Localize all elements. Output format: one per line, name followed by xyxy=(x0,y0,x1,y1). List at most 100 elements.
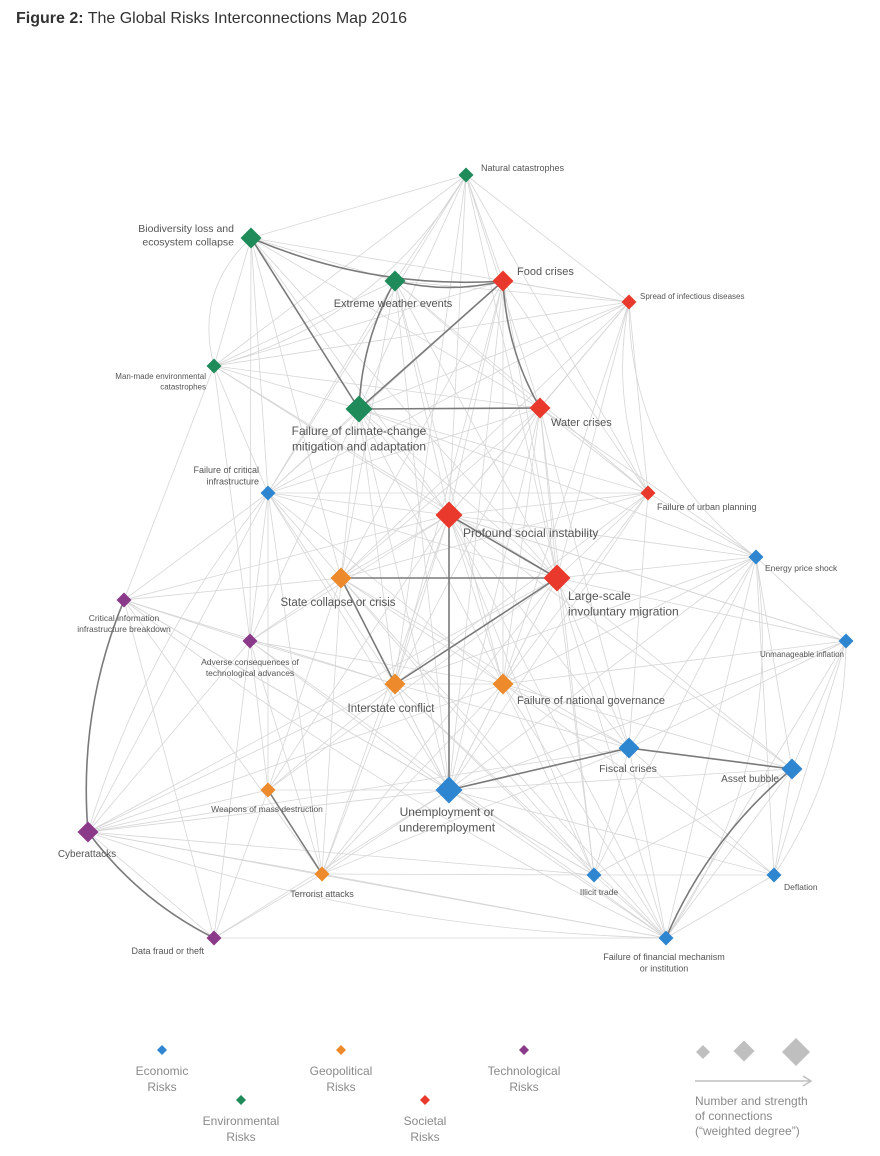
connection-line xyxy=(448,280,504,516)
connection-line xyxy=(340,577,595,876)
strength-diamond xyxy=(695,1045,710,1060)
connection-line xyxy=(448,407,541,516)
risk-node-illicit: Illicit trade xyxy=(580,867,619,897)
connection-line xyxy=(340,280,504,579)
connection-line xyxy=(665,768,793,939)
connection-line xyxy=(448,683,504,791)
connection-line xyxy=(448,789,667,939)
risk-label: Asset bubble xyxy=(721,774,779,785)
connection-line xyxy=(213,365,450,516)
connection-line xyxy=(267,683,396,791)
risk-label: catastrophes xyxy=(160,382,206,391)
risk-label: Deflation xyxy=(784,882,818,892)
risk-diamond-environmental xyxy=(345,395,373,423)
risk-label: Extreme weather events xyxy=(334,298,453,310)
connection-line xyxy=(665,874,775,939)
risk-label: Illicit trade xyxy=(580,887,619,897)
strong-connection-line xyxy=(87,831,215,939)
connection-line xyxy=(394,683,450,791)
risk-node-weather: Extreme weather events xyxy=(334,270,453,310)
connection-line xyxy=(250,237,541,409)
risk-label: technological advances xyxy=(206,668,294,678)
strength-label: of connections xyxy=(695,1109,772,1123)
connection-line xyxy=(539,407,595,876)
strong-connection-line xyxy=(394,577,558,685)
connection-line xyxy=(465,174,558,579)
connection-line xyxy=(249,640,396,685)
strong-connection-line xyxy=(448,514,558,579)
risk-label: Large-scale xyxy=(568,589,631,603)
figure-title-text: The Global Risks Interconnections Map 20… xyxy=(87,10,407,27)
risk-label: State collapse or crisis xyxy=(280,597,395,609)
risk-label: Failure of climate-change xyxy=(292,424,427,438)
connection-line xyxy=(394,280,630,303)
connection-line xyxy=(394,683,630,749)
connection-line xyxy=(213,365,558,579)
connection-line xyxy=(87,789,269,833)
risk-label: Unemployment or xyxy=(400,805,495,819)
risk-label: Unmanageable inflation xyxy=(760,650,844,659)
risk-node-asset: Asset bubble xyxy=(721,758,803,785)
risk-diamond-technological xyxy=(77,821,99,843)
connection-line xyxy=(87,640,251,833)
risk-label: Biodiversity loss and xyxy=(138,223,234,235)
connection-arc xyxy=(123,599,667,939)
connection-line xyxy=(647,492,757,558)
risk-label: Failure of national governance xyxy=(517,695,665,707)
connection-line xyxy=(321,683,396,875)
legend-label: Economic xyxy=(136,1064,189,1078)
connection-line xyxy=(123,577,342,601)
connection-lines xyxy=(85,174,847,939)
connection-line xyxy=(358,174,467,410)
risk-label: underemployment xyxy=(399,821,496,835)
connection-line xyxy=(502,492,649,685)
strong-connection-line xyxy=(340,577,396,685)
connection-line xyxy=(448,514,595,876)
strong-connection-line xyxy=(628,747,793,770)
risk-label: Interstate conflict xyxy=(348,703,436,715)
risk-label: mitigation and adaptation xyxy=(292,440,426,454)
connection-line xyxy=(773,640,847,876)
risk-label: involuntary migration xyxy=(568,605,679,619)
risk-diamond-environmental xyxy=(206,358,222,374)
connection-line xyxy=(448,407,541,791)
risk-label: Data fraud or theft xyxy=(131,946,204,956)
risk-label: Cyberattacks xyxy=(58,849,116,860)
figure-number: Figure 2: xyxy=(16,10,84,27)
connection-line xyxy=(213,640,251,939)
risk-diamond-geopolitical xyxy=(330,567,352,589)
connection-line xyxy=(123,492,269,601)
connection-line xyxy=(267,492,450,516)
connection-line xyxy=(556,577,667,939)
legend-label: Environmental xyxy=(203,1114,280,1128)
strong-connection-line xyxy=(267,789,323,875)
connection-line xyxy=(448,640,847,791)
strength-label: Number and strength xyxy=(695,1094,808,1108)
connection-line xyxy=(556,577,793,770)
connection-line xyxy=(340,492,649,579)
risk-diamond-environmental xyxy=(458,167,474,183)
risk-diamond-economic xyxy=(781,758,803,780)
connection-line xyxy=(213,789,269,939)
connection-line xyxy=(665,556,757,939)
risk-diamond-environmental xyxy=(240,227,262,249)
risk-node-infect: Spread of infectious diseases xyxy=(621,292,745,310)
strong-connection-line xyxy=(250,237,360,410)
strong-connection-line xyxy=(250,237,504,284)
connection-line xyxy=(267,492,558,579)
risk-label: Profound social instability xyxy=(463,526,598,540)
connection-line xyxy=(123,514,450,601)
connection-line xyxy=(448,174,467,516)
risk-diamond-societal xyxy=(529,397,551,419)
risk-label: Failure of financial mechanism xyxy=(603,952,725,962)
risk-diamond-economic xyxy=(748,549,764,565)
connection-line xyxy=(340,577,630,749)
risk-label: Adverse consequences of xyxy=(201,657,299,667)
connection-line xyxy=(213,365,360,410)
